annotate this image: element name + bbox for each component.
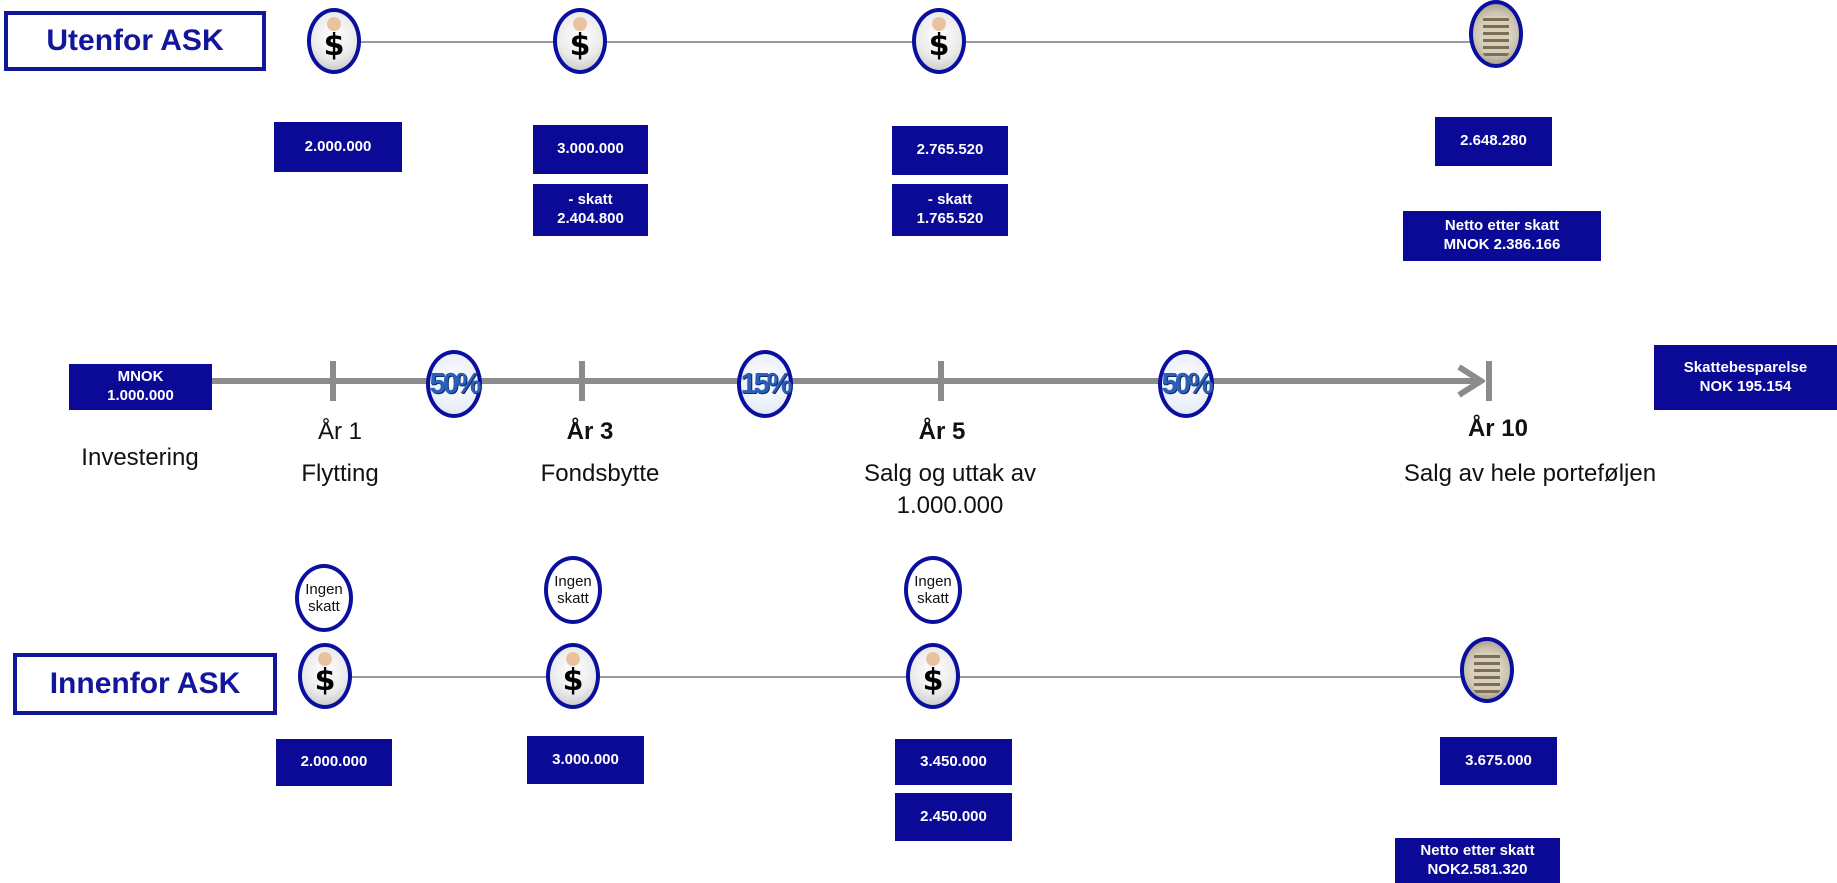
- bottom-value-yr3: 3.000.000: [527, 736, 644, 784]
- desc-label-3: Fondsbytte: [540, 460, 660, 487]
- year-label-1: År 1: [317, 418, 362, 445]
- timeline-axis: [212, 378, 1480, 384]
- desc-label-5: Salg og uttak av: [863, 460, 1037, 487]
- top-value-yr3: 3.000.000: [533, 125, 648, 174]
- year-label-3: År 3: [566, 418, 614, 445]
- tick-yr1: [330, 361, 336, 401]
- tax-rate-badge: 50%: [426, 350, 482, 418]
- top-value-yr5: 2.765.520: [892, 126, 1008, 175]
- top-value-yr10: 2.648.280: [1435, 117, 1552, 166]
- top-value-yr1: 2.000.000: [274, 122, 402, 172]
- money-bag-icon: $: [307, 8, 361, 74]
- top-connector-line: [334, 41, 1474, 43]
- tick-yr10: [1486, 361, 1492, 401]
- timeline-arrowhead-icon: [1455, 364, 1487, 398]
- label-investering: Investering: [81, 444, 199, 471]
- title-innenfor-ask: Innenfor ASK: [13, 653, 277, 715]
- bottom-value-yr1: 2.000.000: [276, 739, 392, 786]
- money-bag-icon: $: [912, 8, 966, 74]
- money-bag-icon: $: [553, 8, 607, 74]
- bottom-value-yr10: 3.675.000: [1440, 737, 1557, 785]
- bottom-value-yr5: 3.450.000: [895, 739, 1012, 785]
- money-bag-icon: $: [298, 643, 352, 709]
- tick-yr3: [579, 361, 585, 401]
- desc-label-5-line2: 1.000.000: [896, 492, 1004, 519]
- bottom-withdraw-yr5: 2.450.000: [895, 793, 1012, 841]
- tax-rate-badge: 15%: [737, 350, 793, 418]
- money-bag-icon: $: [906, 643, 960, 709]
- desc-label-1: Flytting: [301, 460, 379, 487]
- tax-rate-badge: 50%: [1158, 350, 1214, 418]
- title-utenfor-ask: Utenfor ASK: [4, 11, 266, 71]
- desc-label-10: Salg av hele porteføljen: [1403, 460, 1657, 487]
- money-bag-icon: $: [546, 643, 600, 709]
- coin-stack-icon: [1469, 0, 1523, 68]
- year-label-5: År 5: [918, 418, 966, 445]
- coin-stack-icon: [1460, 637, 1514, 703]
- bottom-connector-line: [330, 676, 1470, 678]
- year-label-10: År 10: [1467, 415, 1529, 442]
- tick-yr5: [938, 361, 944, 401]
